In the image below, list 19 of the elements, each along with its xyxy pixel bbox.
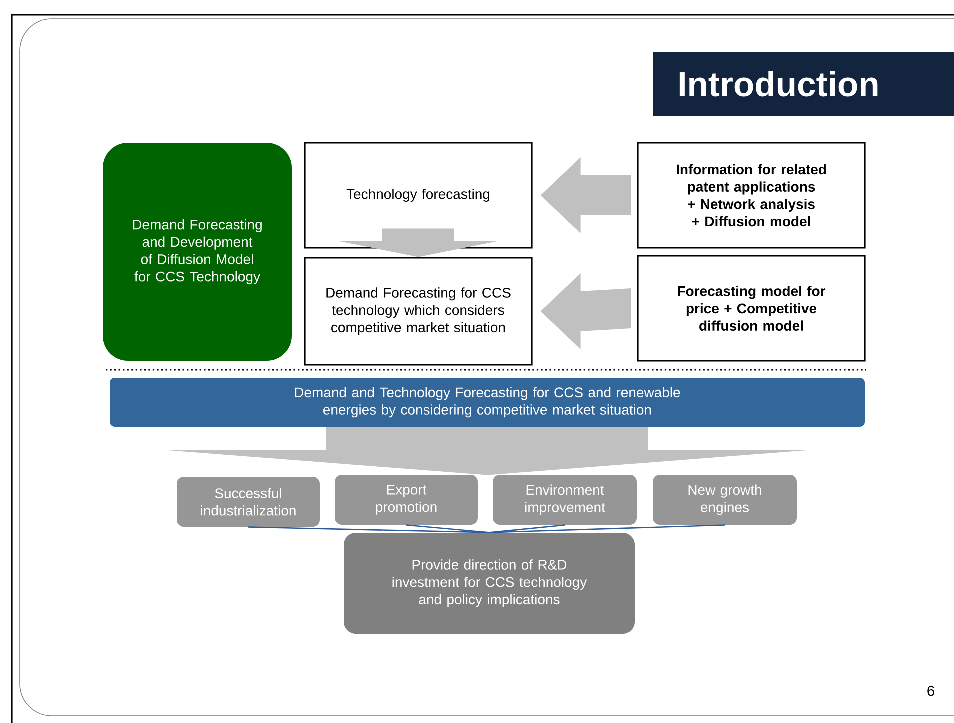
outcome-box: Export promotion	[335, 475, 478, 525]
block-arrow	[540, 158, 632, 234]
title-banner: Introduction	[653, 52, 954, 116]
rounded-box: Demand Forecasting and Development of Diffusion Model for CCS Technology	[103, 143, 292, 361]
connector-line	[489, 524, 726, 534]
outcome-box: Successful industrialization	[177, 477, 320, 527]
connector-line	[248, 526, 490, 534]
outcome-box: Environment improvement	[493, 475, 637, 525]
outcome-box: New growth engines	[653, 475, 797, 525]
block-arrow	[338, 228, 498, 258]
result-box: Provide direction of R&D investment for CCS technology and policy implications	[344, 533, 635, 634]
input-box: Information for related patent applications + Network analysis + Diffusion model	[637, 142, 866, 249]
input-box: Forecasting model for price + Competitive diffusion model	[637, 255, 866, 362]
connector-line	[406, 524, 490, 534]
process-box: Technology forecasting	[304, 142, 533, 249]
page-number: 6	[928, 686, 934, 696]
banner-bar: Demand and Technology Forecasting for CCS and renewable energies by considering competitive market situation	[110, 378, 865, 427]
process-box: Demand Forecasting for CCS technology which considers competitive market situation	[304, 257, 533, 366]
block-arrow	[540, 274, 632, 350]
